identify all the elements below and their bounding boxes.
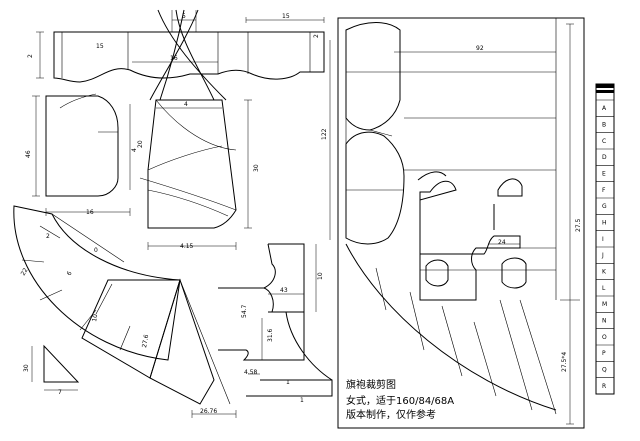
caption-note: 版本制作，仅作参考 [346, 408, 436, 421]
triangle-piece: 30 7 [23, 344, 80, 396]
waistband-piece: 15 5 16 15 2 2 [27, 9, 325, 101]
legend-row-label: B [602, 122, 606, 129]
dim-m-43: 43 [280, 287, 288, 294]
dim-s-22: 22 [20, 267, 30, 277]
dim-l-30: 30 [253, 164, 260, 172]
dim-l-4: 4 [131, 148, 138, 152]
dim-band-w: 15 [96, 43, 104, 50]
dim-m-10: 10 [317, 272, 324, 280]
dim-sleeve-top: 4 [184, 101, 188, 108]
dim-r-122: 122 [321, 128, 328, 140]
dim-ml-7: 7 [58, 389, 62, 396]
main-body-panel: 92 122 27.5 27.5*4 24 [321, 17, 585, 429]
dim-l-16: 16 [86, 209, 94, 216]
dim-ml-30: 30 [23, 364, 30, 372]
dim-top-c: 5 [182, 13, 186, 20]
dim-right-top: 2 [313, 34, 320, 38]
legend-header-bar [596, 84, 614, 88]
legend-frame [595, 83, 615, 395]
legend-row-label: E [602, 171, 606, 178]
dim-m-316: 31.6 [267, 328, 274, 342]
legend-row-label: I [602, 236, 604, 243]
dim-b-1: 1 [300, 397, 304, 404]
legend-row-label: H [602, 220, 607, 227]
legend-row-label: N [602, 318, 607, 325]
legend-row-label: P [602, 350, 606, 357]
legend-row-label: A [602, 105, 607, 112]
dim-r-24: 24 [498, 239, 506, 246]
caption-size: 女式，适于160/84/68A [346, 394, 454, 407]
dim-r-92: 92 [476, 45, 484, 52]
bodice-small-piece: 46 16 4 [25, 93, 138, 216]
dim-r-275: 27.5 [575, 218, 582, 232]
dim-m-415: 4.15 [180, 243, 194, 250]
dim-s-0: 0 [94, 247, 98, 254]
dim-s-276: 27.6 [141, 334, 150, 349]
dim-l-46: 46 [25, 150, 32, 158]
legend-row-label: L [602, 285, 606, 292]
legend-row-label: Q [602, 367, 607, 374]
dim-top-d: 16 [170, 55, 178, 62]
sleeve-piece: 4 30 4.15 20 [137, 99, 260, 250]
dim-s-6: 6 [66, 270, 74, 277]
dim-top-a: 15 [282, 13, 290, 20]
dim-m-1: 1 [286, 379, 290, 386]
legend-row-label: D [602, 154, 607, 161]
caption-block: 旗袍裁剪图 女式，适于160/84/68A 版本制作，仅作参考 [346, 378, 454, 421]
legend-column: A B C D E F G H I J K L M N O P Q R [595, 83, 615, 395]
caption-title: 旗袍裁剪图 [346, 378, 396, 391]
dim-l-20: 20 [137, 140, 144, 148]
legend-row-label: J [601, 252, 604, 259]
dim-s-2: 2 [46, 233, 50, 240]
dim-s-10: 10 [91, 313, 99, 322]
legend-row-label: G [602, 203, 607, 210]
legend-row-label: C [602, 138, 606, 145]
dim-m-547: 54.7 [241, 304, 248, 318]
legend-row-label: F [602, 187, 606, 194]
legend-row-label: O [602, 334, 607, 341]
dim-b-2676: 26.76 [200, 408, 217, 415]
dim-left-top: 2 [27, 54, 34, 58]
dim-m-458: 4.58 [244, 369, 258, 376]
legend-row-label: K [602, 269, 607, 276]
legend-header-bar-2 [596, 90, 614, 93]
dim-r-2754: 27.5*4 [561, 352, 568, 372]
skirt-panel-pieces: 26.76 10 27.6 [81, 278, 237, 418]
legend-row-label: R [602, 383, 606, 390]
legend-row-label: M [602, 301, 607, 308]
arc-piece: 22 2 0 6 [13, 205, 181, 361]
middle-step-pieces: 43 10 54.7 31.6 4.58 1 1 [218, 243, 333, 404]
